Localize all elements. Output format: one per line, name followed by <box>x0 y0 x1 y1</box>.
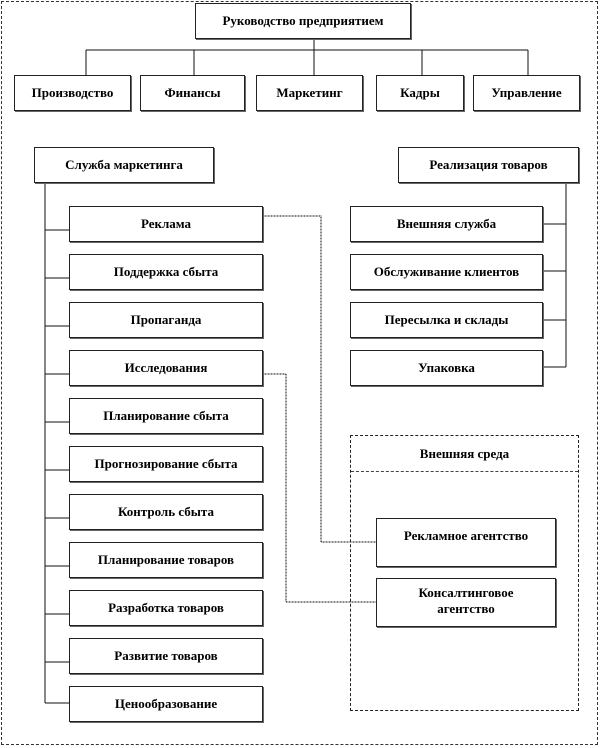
marketing-item: Прогнозирование сбыта <box>69 446 263 482</box>
connector-marketing <box>44 182 69 704</box>
marketing-item: Ценообразование <box>69 686 263 722</box>
marketing-item: Разработка товаров <box>69 590 263 626</box>
dept-marketing: Маркетинг <box>256 75 363 111</box>
sales-item: Упаковка <box>350 350 543 386</box>
marketing-item: Поддержка сбыта <box>69 254 263 290</box>
management-box: Руководство предприятием <box>195 3 411 39</box>
dept-hr: Кадры <box>376 75 464 111</box>
sales-item: Пересылка и склады <box>350 302 543 338</box>
advertising-agency-box: Рекламное агентство <box>376 518 556 567</box>
marketing-item: Развитие товаров <box>69 638 263 674</box>
sales-item: Внешняя служба <box>350 206 543 242</box>
connector-top <box>85 38 529 75</box>
dept-management: Управление <box>473 75 580 111</box>
connector-research <box>262 373 376 603</box>
environment-title: Внешняя среда <box>351 436 578 472</box>
marketing-service-box: Служба маркетинга <box>34 147 214 183</box>
dept-production: Производство <box>14 75 131 111</box>
marketing-item: Пропаганда <box>69 302 263 338</box>
sales-box: Реализация товаров <box>398 147 579 183</box>
connector-sales <box>542 182 567 368</box>
marketing-item: Планирование сбыта <box>69 398 263 434</box>
environment-box: Внешняя среда <box>350 435 579 711</box>
consulting-agency-box: Консалтинговое агентство <box>376 578 556 627</box>
marketing-item: Исследования <box>69 350 263 386</box>
sales-item: Обслуживание клиентов <box>350 254 543 290</box>
marketing-item: Контроль сбыта <box>69 494 263 530</box>
dept-finance: Финансы <box>140 75 245 111</box>
marketing-item: Реклама <box>69 206 263 242</box>
marketing-item: Планирование товаров <box>69 542 263 578</box>
connector-advertising <box>262 215 376 543</box>
